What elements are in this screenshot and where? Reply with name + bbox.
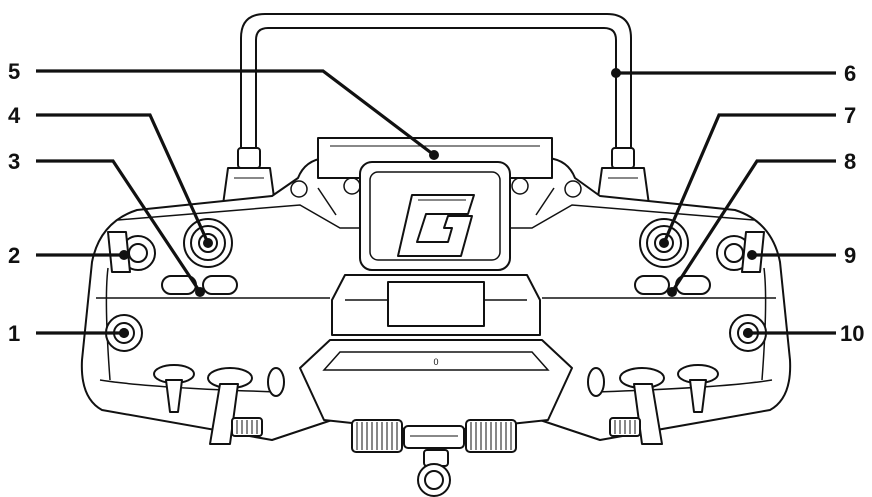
top-display-module (317, 137, 553, 271)
leader-line-5 (36, 69, 439, 160)
callout-number-9: 9 (844, 243, 856, 268)
left-scroll-wheel (351, 419, 403, 453)
callout-number-2: 2 (8, 243, 20, 268)
leader-line-8 (667, 159, 836, 297)
leader-line-2 (36, 250, 129, 260)
leader-line-6 (611, 68, 836, 78)
left-stick-levers (153, 364, 285, 445)
carry-handle (240, 13, 632, 151)
left-upper-switch (107, 231, 156, 273)
lower-screen-panel: 0 (299, 339, 573, 433)
callout-number-10: 10 (840, 321, 864, 346)
right-scroll-wheel (465, 419, 517, 453)
leader-line-4 (36, 113, 213, 248)
callout-number-3: 3 (8, 149, 20, 174)
left-lower-wheel (231, 417, 263, 437)
leader-line-9 (747, 250, 836, 260)
leader-line-10 (743, 328, 836, 338)
screen-indicator-label: 0 (433, 357, 438, 367)
leader-line-3 (36, 159, 205, 297)
callout-number-5: 5 (8, 59, 20, 84)
lanyard-ring (417, 449, 451, 497)
callout-number-8: 8 (844, 149, 856, 174)
right-lower-wheel (609, 417, 641, 437)
leader-line-1 (36, 328, 129, 338)
callout-number-7: 7 (844, 103, 856, 128)
callout-number-1: 1 (8, 321, 20, 346)
g-logo: G (397, 194, 475, 257)
center-roller (403, 425, 465, 449)
callout-number-4: 4 (8, 103, 21, 128)
center-lower-housing (331, 274, 541, 336)
leader-line-7 (659, 113, 836, 248)
callout-number-6: 6 (844, 61, 856, 86)
